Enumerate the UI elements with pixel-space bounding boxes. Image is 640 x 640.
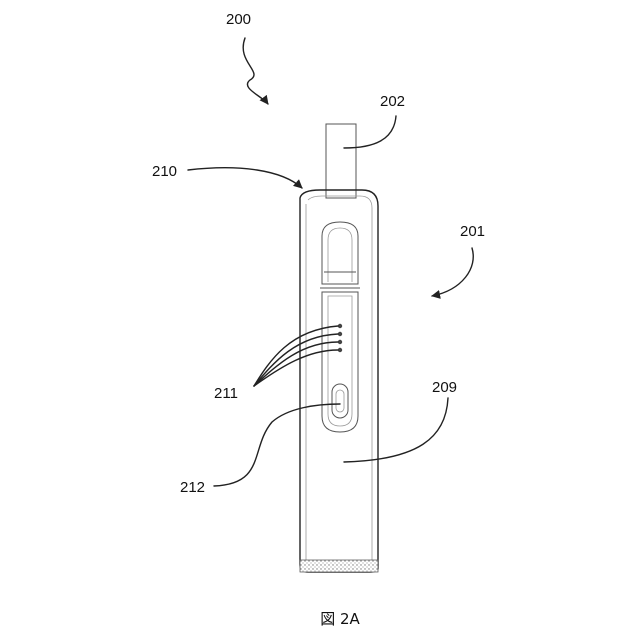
label-200: 200 [226, 11, 251, 28]
leader-209 [344, 398, 448, 462]
leader-lines [188, 38, 473, 486]
mouthpiece [326, 124, 356, 198]
device-illustration [300, 124, 378, 572]
label-212: 212 [180, 479, 205, 496]
reference-labels: 200 202 210 201 211 212 209 [152, 11, 485, 496]
label-201: 201 [460, 223, 485, 240]
power-button-inner [336, 390, 344, 412]
leader-202 [344, 116, 396, 148]
control-slot [322, 292, 358, 432]
power-button [332, 384, 348, 418]
leader-201 [432, 248, 473, 296]
window-slot [322, 222, 358, 284]
housing-inner-edge [308, 196, 372, 566]
window-slot-inner [328, 228, 352, 282]
label-211: 211 [214, 385, 238, 402]
label-209: 209 [432, 379, 457, 396]
leader-211-c [254, 342, 338, 386]
label-210: 210 [152, 163, 177, 180]
indicator-leds [338, 324, 342, 352]
leader-200 [243, 38, 268, 104]
label-202: 202 [380, 93, 405, 110]
housing-body [300, 190, 378, 572]
leader-210 [188, 168, 302, 188]
leader-212 [214, 404, 340, 486]
bottom-grip [300, 560, 378, 572]
figure-caption: 図 2A [320, 610, 360, 628]
